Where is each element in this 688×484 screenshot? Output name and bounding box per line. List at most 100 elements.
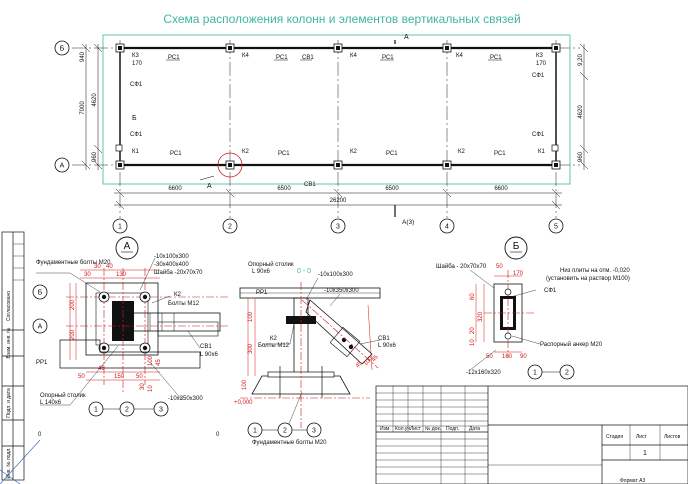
dB-axis-2: 2 [565, 370, 569, 377]
bay-dim-2: 6500 [277, 186, 291, 192]
detail-A: А [32, 236, 230, 417]
section-mark-bottom: А [207, 183, 212, 190]
label-k2-2: К2 [350, 149, 357, 155]
s00-axis-2: 2 [283, 428, 287, 435]
dA-dim-45b: 45 [156, 359, 162, 366]
axis-marker-2 [222, 218, 238, 234]
dA-note-l90: L 90х6 [200, 352, 218, 358]
label-rs1-1: РС1 [168, 55, 180, 61]
dB-dim-170: 170 [513, 271, 524, 277]
row-marker-A [54, 157, 70, 173]
dA-dim-40: 40 [106, 264, 113, 270]
dA-note-stol: Опорный столик [40, 392, 86, 399]
s00-dim-300: 300 [248, 343, 254, 354]
dim-170-left: 170 [132, 61, 143, 67]
plan-frame [102, 34, 571, 185]
label-k4-2: К4 [350, 53, 357, 59]
dA-dim-100: 100 [148, 355, 154, 366]
drawing-title: Схема расположения колонн и элементов ве… [163, 12, 520, 26]
label-rs1-b3: РС1 [386, 151, 398, 157]
column-mid-left [115, 144, 123, 152]
dA-note-washer: Шайба -20х70х70 [154, 269, 203, 276]
detail-A-marker [115, 236, 139, 260]
dA-note-k2: К2 [174, 292, 181, 298]
s00-dim-100b: 100 [242, 379, 248, 390]
label-k2-3: К2 [458, 149, 465, 155]
left-dim-2: 4620 [92, 93, 98, 107]
axis-label-2: 2 [228, 224, 232, 231]
mark-0-left: 0 [38, 432, 42, 438]
axis-marker-1 [112, 218, 128, 234]
s00-dim-100a: 100 [248, 311, 254, 322]
dB-dim-10: 10 [470, 339, 476, 346]
detail-A-label: А [124, 241, 131, 252]
dA-note-plate3: -10х350х300 [168, 396, 203, 402]
dB-dim-90: 90 [520, 354, 527, 360]
left-dim-4: 960 [92, 151, 98, 162]
dB-axis-1: 1 [533, 370, 537, 377]
row-label-A: А [60, 163, 65, 170]
dA-note-l140: L 140х6 [40, 400, 62, 406]
axis-marker-3 [330, 218, 346, 234]
label-k2-1: К2 [242, 149, 249, 155]
section-mark-a3: А(3) [402, 219, 414, 226]
label-rs1-b4: РС1 [494, 151, 506, 157]
dA-note-plate1: -10х100х300 [154, 254, 189, 260]
axis-label-3: 3 [336, 224, 340, 231]
dA-note-fbolts: Фундаментные болты М20 [36, 260, 111, 266]
s00-axis-3: 3 [312, 428, 316, 435]
tb-col-doc: № док. [425, 426, 441, 432]
side-stamp: Согласовано Взам. инв. № Подп. и дата Ин… [0, 231, 41, 484]
bay-dim-1: 6600 [168, 186, 182, 192]
dA-dim-30a: 30 [94, 264, 101, 270]
dim-170-right: 170 [536, 61, 547, 67]
tb-col-kol: Кол.уч. [395, 426, 411, 432]
dA-axis-A: А [38, 324, 43, 331]
s00-dim-45b: 45 [371, 354, 380, 363]
right-dim-2: 4620 [578, 105, 584, 119]
s00-note-bolts: Болты М12 [258, 343, 290, 349]
s00-note-k2: К2 [270, 336, 277, 342]
label-k3-left: К3 [132, 53, 139, 59]
label-b-mid: Б [132, 115, 137, 122]
axis-label-5: 5 [554, 224, 558, 231]
stamp-inv-replace: Взам. инв. № [6, 328, 12, 359]
left-dim-1: 940 [80, 51, 86, 62]
label-rs1-b2: РС1 [278, 151, 290, 157]
dB-note-level: Низ плиты на отм. -0,020 [560, 268, 630, 274]
tb-format: Формат А3 [620, 478, 645, 484]
stamp-agreed: Согласовано [6, 291, 12, 321]
dA-dim-130: 130 [116, 272, 127, 278]
label-rs1-2: РС1 [276, 55, 288, 61]
dB-note-anchor: Распорный анкер М20 [540, 341, 603, 348]
dA-note-sv1: СВ1 [200, 344, 212, 350]
bottom-labels: К1 РС1 К2 РС1 К2 РС1 К2 РС1 К1 СВ1 [132, 149, 545, 188]
section-mark-top: А [404, 34, 409, 41]
detail-B: Б 50 170 60 320 20 10 50 160 90 Шайба - … [436, 236, 630, 380]
label-rs1-3: РС1 [382, 55, 394, 61]
label-sv1-bottom: СВ1 [304, 182, 316, 188]
column-mid-right [551, 144, 559, 152]
label-k1-left: К1 [132, 149, 139, 155]
s00-note-fbolts: Фундаментные болты М20 [252, 440, 327, 446]
dA-axis-3: 3 [159, 407, 163, 414]
s00-note-l90a: L 90х6 [252, 269, 270, 275]
dA-dim-50b: 50 [136, 374, 143, 380]
label-rs1-4: РС1 [490, 55, 502, 61]
s00-note-l90b: L 90х6 [378, 343, 396, 349]
label-sv1-top: СВ1 [302, 55, 314, 61]
s00-note-plate2: -10х350х300 [324, 288, 359, 294]
stamp-inv-orig: Инв. № подл. [6, 447, 12, 478]
row-marker-B [54, 40, 70, 56]
dA-dim-30b: 30 [84, 272, 91, 278]
dA-dim-30c: 30 [140, 383, 146, 390]
dA-note-rr1: РР1 [36, 360, 48, 366]
dA-dim-50a: 50 [78, 374, 85, 380]
s00-title: 0 - 0 [297, 268, 311, 275]
brace-angle [129, 312, 221, 332]
dA-note-bolts: Болты М12 [168, 301, 200, 307]
left-dim-3: 7000 [80, 101, 86, 115]
axis-label-1: 1 [118, 224, 122, 231]
